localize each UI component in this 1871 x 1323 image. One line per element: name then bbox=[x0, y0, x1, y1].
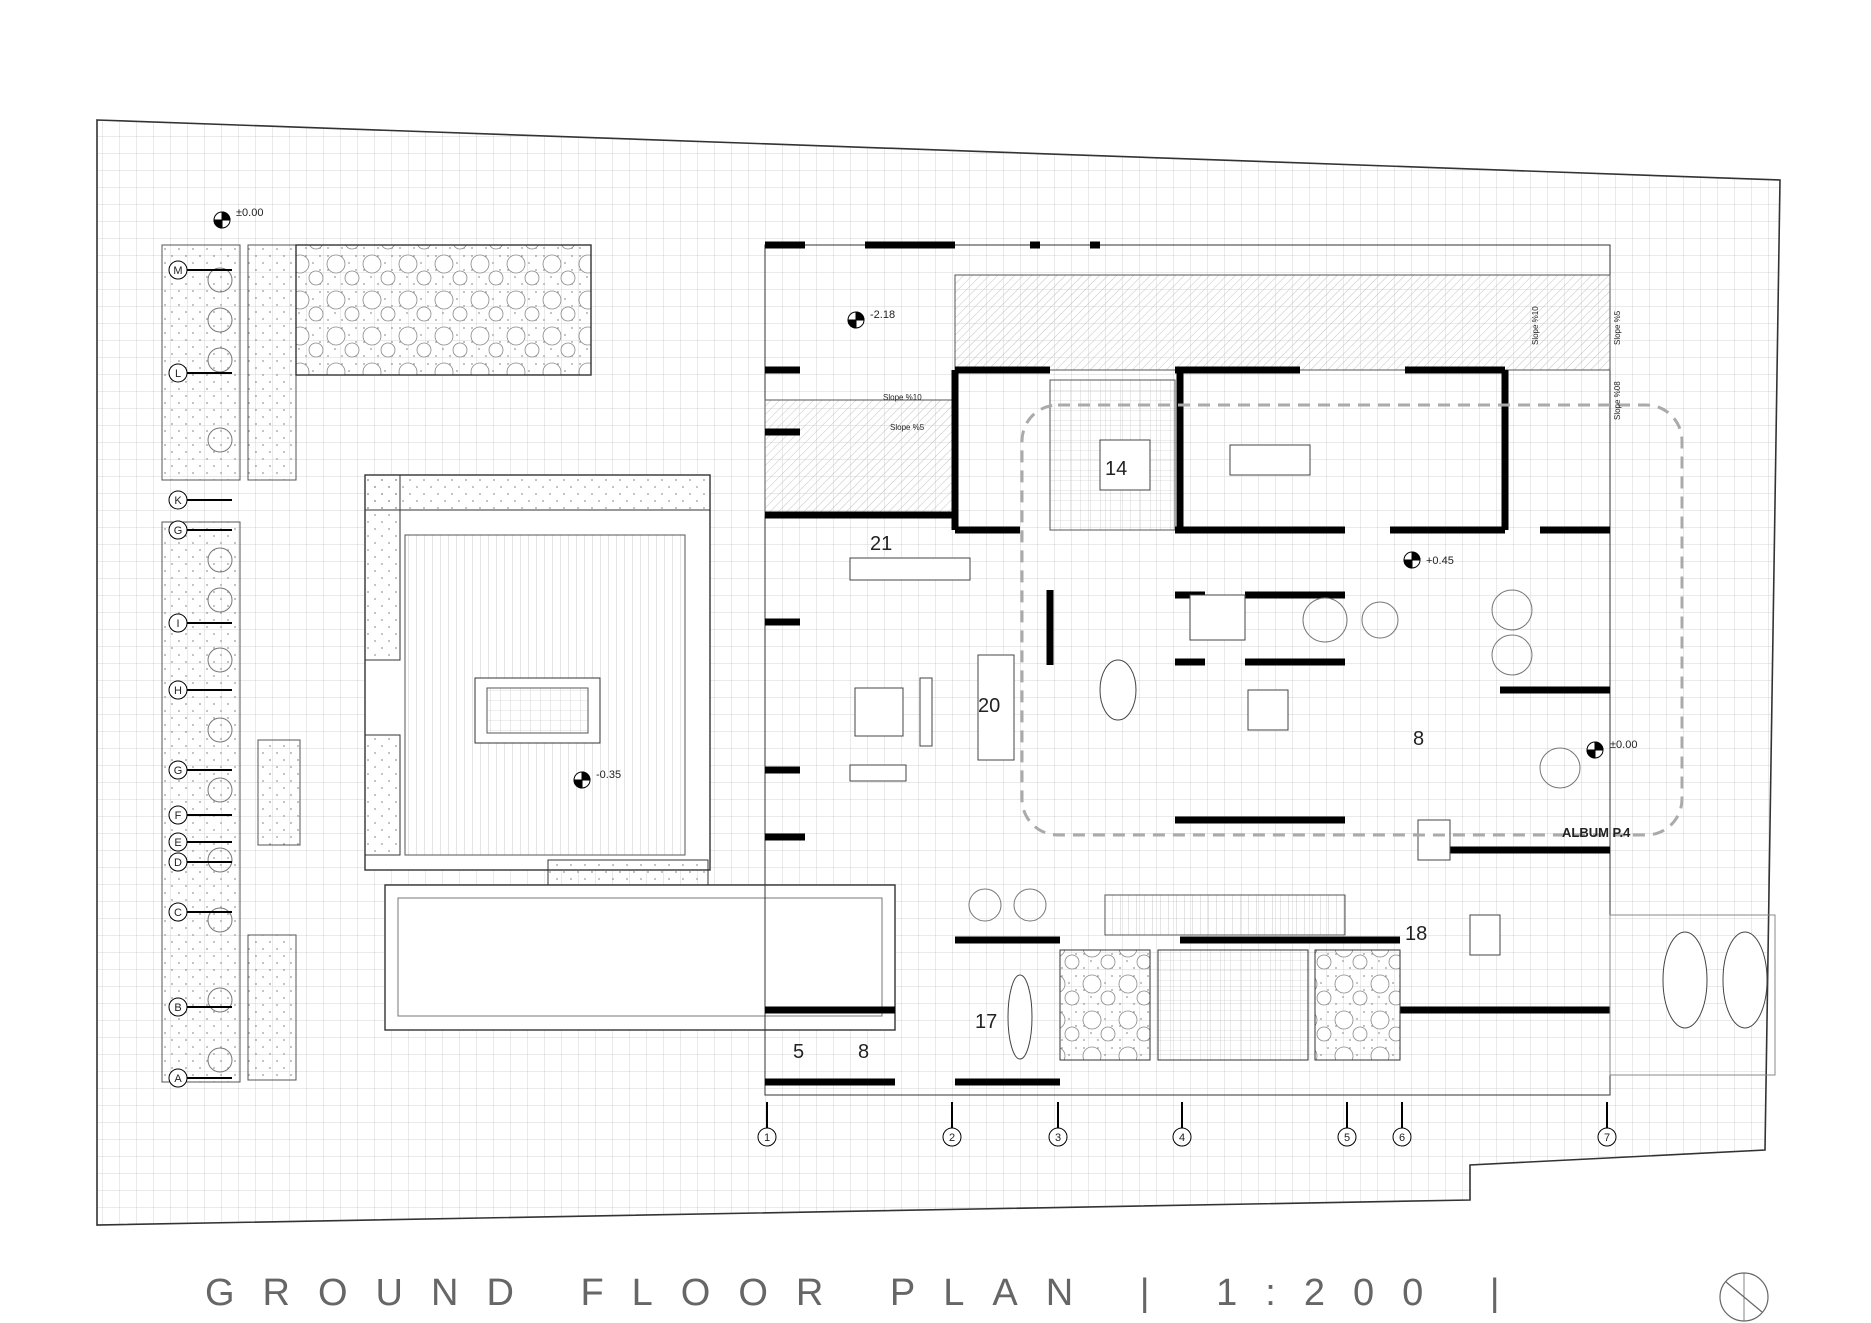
grid-column-bubble bbox=[1392, 1127, 1412, 1147]
grid-row-label: G bbox=[174, 525, 183, 537]
grid-column-label: 6 bbox=[1399, 1132, 1405, 1144]
grid-row-label: G bbox=[174, 765, 183, 777]
room-number: 17 bbox=[975, 1011, 997, 1033]
grid-column-bubble bbox=[757, 1127, 777, 1147]
grid-row-bubble bbox=[168, 613, 188, 633]
grid-column-bubble bbox=[1048, 1127, 1068, 1147]
grid-row-label: K bbox=[174, 495, 182, 507]
grid-row-label: I bbox=[176, 618, 179, 630]
slope-label: Slope %10 bbox=[1531, 306, 1540, 345]
grid-row-bubble bbox=[168, 852, 188, 872]
parking bbox=[1609, 914, 1776, 1076]
grid-row-label: A bbox=[174, 1073, 182, 1085]
level-label: -2.18 bbox=[870, 309, 895, 321]
grid-column-label: 5 bbox=[1344, 1132, 1350, 1144]
grid-column-markers: 1 2 3 4 5 6 7 bbox=[757, 1102, 1617, 1147]
grid-row-bubble bbox=[168, 902, 188, 922]
grid-row-label: C bbox=[174, 907, 182, 919]
grid-column-bubble bbox=[1337, 1127, 1357, 1147]
grid-row-bubble bbox=[168, 680, 188, 700]
level-label: ±0.00 bbox=[1610, 739, 1637, 751]
walls bbox=[765, 241, 1610, 1086]
drawing-title: GROUND FLOOR PLAN | 1:200 | bbox=[205, 1272, 1528, 1314]
furniture bbox=[849, 439, 1768, 1060]
grid-row-label: D bbox=[174, 857, 182, 869]
stairs bbox=[1104, 894, 1346, 936]
north-arrow-icon bbox=[1719, 1272, 1769, 1322]
level-label: ±0.00 bbox=[236, 207, 263, 219]
grid-row-bubble bbox=[168, 760, 188, 780]
grid-row-label: L bbox=[175, 368, 181, 380]
slope-label: Slope %08 bbox=[1613, 381, 1622, 420]
room-number: 8 bbox=[858, 1041, 869, 1063]
entrance-planters bbox=[1059, 949, 1401, 1061]
grid-row-bubble bbox=[168, 260, 188, 280]
grid-column-label: 3 bbox=[1055, 1132, 1061, 1144]
grid-column-bubble bbox=[1597, 1127, 1617, 1147]
grid-row-label: F bbox=[175, 810, 182, 822]
grid-row-label: E bbox=[174, 837, 181, 849]
grid-row-bubble bbox=[168, 363, 188, 383]
garden-bed bbox=[295, 244, 592, 376]
grid-column-label: 2 bbox=[949, 1132, 955, 1144]
album-label: ALBUM P.4 bbox=[1562, 825, 1631, 840]
room-number: 18 bbox=[1405, 923, 1427, 945]
grid-row-bubble bbox=[168, 997, 188, 1017]
room-number: 5 bbox=[793, 1041, 804, 1063]
grid-column-bubble bbox=[1172, 1127, 1192, 1147]
level-labels: ±0.00 -2.18 -0.35 +0.45 ±0.00 bbox=[236, 207, 1637, 781]
slope-label: Slope %5 bbox=[1613, 310, 1622, 345]
grid-row-bubble bbox=[168, 805, 188, 825]
central-terrace bbox=[364, 474, 711, 899]
level-label: +0.45 bbox=[1426, 555, 1454, 567]
album-boundary bbox=[1020, 403, 1684, 837]
grid-row-label: M bbox=[173, 265, 182, 277]
grid-row-bubble bbox=[168, 490, 188, 510]
pool bbox=[384, 884, 896, 1031]
room-number: 14 bbox=[1105, 458, 1127, 480]
slope-label: Slope %5 bbox=[890, 423, 925, 432]
grid-row-label: B bbox=[174, 1002, 181, 1014]
room-numbers: 14 21 20 8 18 17 5 8 bbox=[793, 458, 1427, 1063]
room-number: 21 bbox=[870, 533, 892, 555]
grid-row-bubble bbox=[168, 1068, 188, 1088]
grid-row-bubble bbox=[168, 520, 188, 540]
trees bbox=[207, 267, 1581, 1073]
room-number: 20 bbox=[978, 695, 1000, 717]
level-label: -0.35 bbox=[596, 769, 621, 781]
grid-column-bubble bbox=[942, 1127, 962, 1147]
slope-labels: Slope %10 Slope %5 Slope %10 Slope %5 Sl… bbox=[883, 306, 1622, 432]
grid-column-label: 1 bbox=[764, 1132, 770, 1144]
grid-column-label: 7 bbox=[1604, 1132, 1610, 1144]
grid-row-markers: M L K G I H G F ED C B A bbox=[168, 260, 232, 1088]
level-marker-icon bbox=[213, 211, 1604, 789]
left-planting-strip bbox=[161, 244, 301, 1083]
building-outline bbox=[764, 244, 1611, 1096]
room-number: 8 bbox=[1413, 728, 1424, 750]
grid-column-label: 4 bbox=[1179, 1132, 1185, 1144]
slope-label: Slope %10 bbox=[883, 393, 922, 402]
grid-row-bubble bbox=[168, 832, 188, 852]
grid-row-label: H bbox=[174, 685, 182, 697]
